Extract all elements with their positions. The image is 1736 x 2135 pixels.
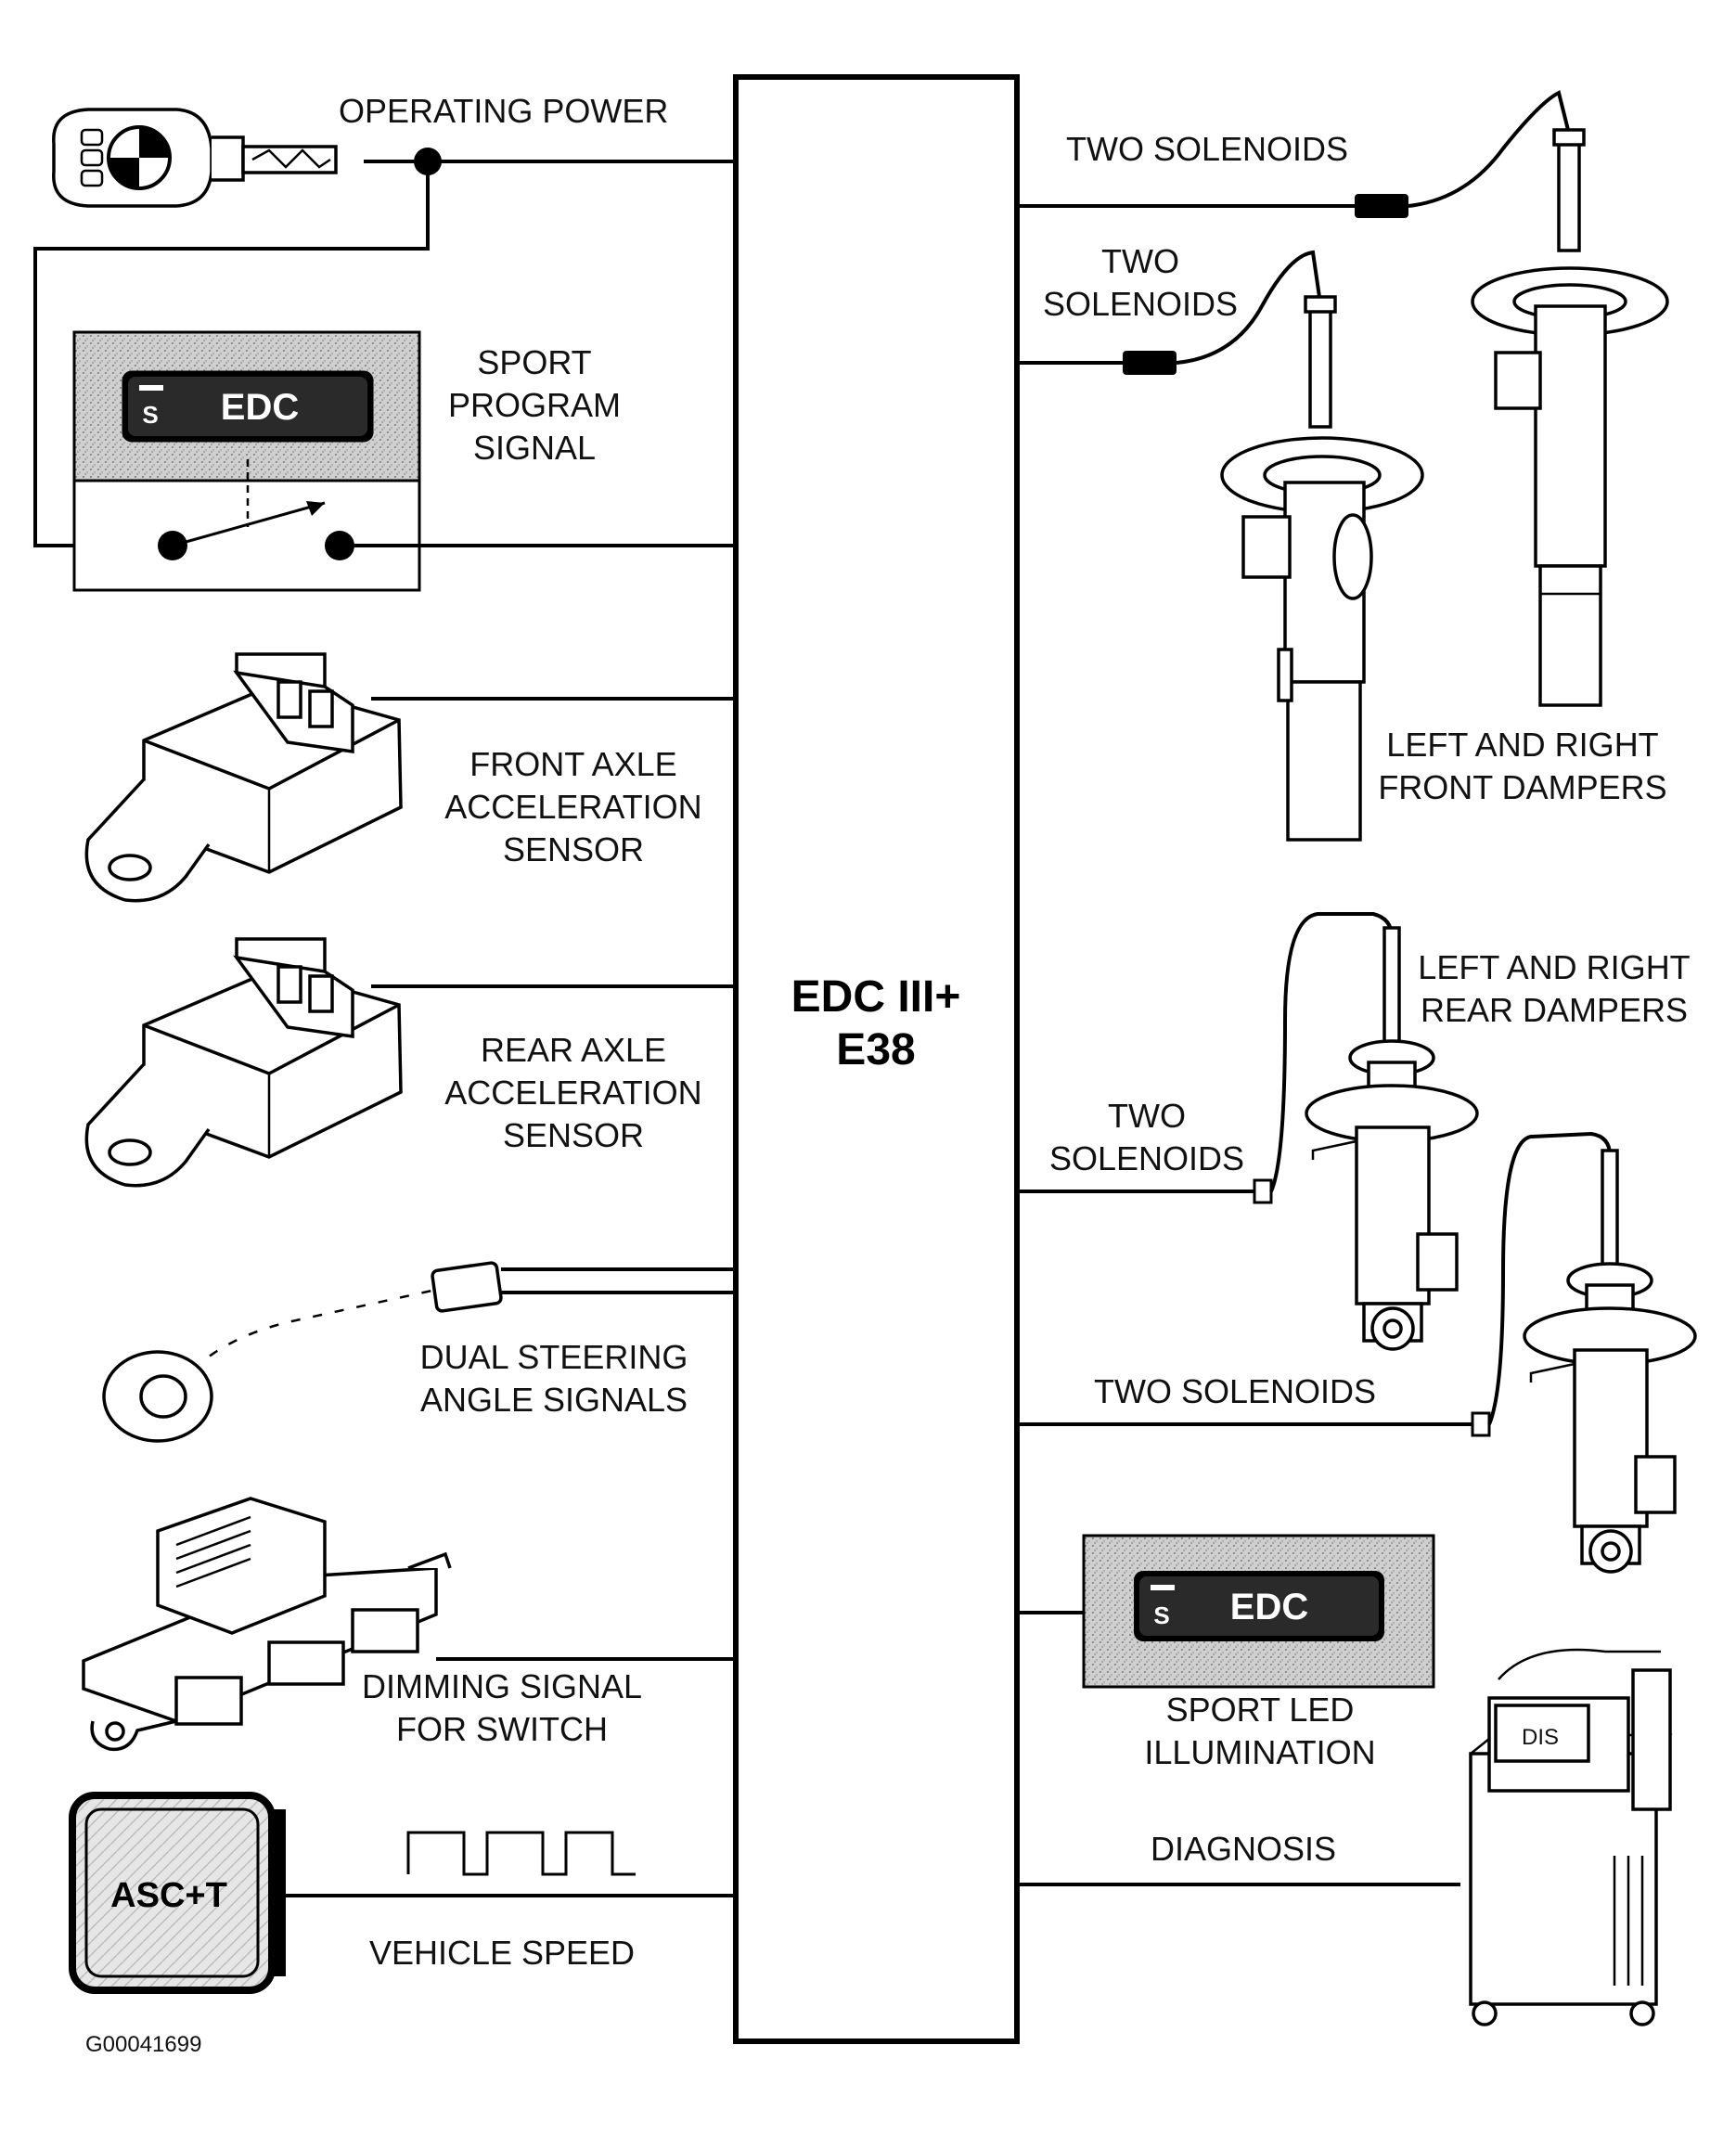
sport-program-label-1: SPORT xyxy=(477,343,591,381)
figure-id: G00041699 xyxy=(85,2032,201,2057)
sport-led-indicator: S EDC xyxy=(1082,1534,1435,1689)
rear-axle-sensor-icon xyxy=(84,937,403,1188)
two-solenoids-3-label-2: SOLENOIDS xyxy=(1049,1139,1244,1177)
front-axle-sensor-icon xyxy=(84,652,403,903)
rear-dampers-label-1: LEFT AND RIGHT xyxy=(1418,948,1690,986)
diagnosis-label: DIAGNOSIS xyxy=(1151,1830,1336,1868)
speed-square-wave-icon xyxy=(406,1831,636,1876)
sport-led-label-2: ILLUMINATION xyxy=(1144,1733,1375,1771)
ignition-key-icon xyxy=(52,108,338,208)
operating-power-label: OPERATING POWER xyxy=(339,92,668,130)
rear-axle-label-1: REAR AXLE xyxy=(481,1031,666,1069)
edc-control-unit: EDC III+ E38 xyxy=(733,74,1020,2044)
sport-led-label-1: SPORT LED xyxy=(1166,1691,1355,1729)
front-axle-label-1: FRONT AXLE xyxy=(469,745,676,783)
rear-axle-label-2: ACCELERATION xyxy=(444,1074,701,1112)
vehicle-speed-label: VEHICLE SPEED xyxy=(369,1934,635,1972)
dimming-label-2: FOR SWITCH xyxy=(396,1710,608,1748)
two-solenoids-3-label-1: TWO xyxy=(1108,1097,1186,1135)
asc-module-label: ASC+T xyxy=(110,1876,227,1915)
dis-label: DIS xyxy=(1522,1725,1559,1750)
front-dampers-label-1: LEFT AND RIGHT xyxy=(1386,726,1658,764)
solenoid-connector xyxy=(1123,351,1177,375)
front-damper-right-icon xyxy=(1471,128,1669,707)
sport-program-label-3: SIGNAL xyxy=(473,429,596,467)
solenoid-connector xyxy=(1355,194,1408,218)
two-solenoids-4-label: TWO SOLENOIDS xyxy=(1094,1372,1376,1410)
switch-s-label: S xyxy=(142,401,158,429)
two-solenoids-2-label-1: TWO xyxy=(1101,242,1179,280)
two-solenoids-1-label: TWO SOLENOIDS xyxy=(1066,130,1348,168)
steering-label-2: ANGLE SIGNALS xyxy=(420,1381,688,1419)
light-module-icon xyxy=(82,1497,452,1752)
ecu-label-line1: EDC III+ xyxy=(791,972,961,1022)
solenoid-connector xyxy=(1471,1411,1491,1437)
switch-edc-label: EDC xyxy=(221,387,299,428)
led-s-label: S xyxy=(1153,1601,1169,1629)
front-damper-left-icon xyxy=(1220,295,1424,842)
dis-tester-icon: DIS xyxy=(1469,1648,1673,2026)
steering-angle-sensor-icon xyxy=(102,1261,503,1443)
rear-damper-right-icon xyxy=(1523,1149,1697,1574)
sport-program-label-2: PROGRAM xyxy=(448,386,621,424)
front-axle-label-2: ACCELERATION xyxy=(444,788,701,826)
front-axle-label-3: SENSOR xyxy=(503,830,644,868)
front-dampers-label-2: FRONT DAMPERS xyxy=(1378,768,1666,806)
steering-label-1: DUAL STEERING xyxy=(420,1338,688,1376)
dimming-label-1: DIMMING SIGNAL xyxy=(362,1667,642,1705)
sport-program-switch: S EDC xyxy=(72,330,421,592)
solenoid-connector xyxy=(1253,1178,1273,1204)
led-edc-label: EDC xyxy=(1230,1587,1308,1627)
rear-axle-label-3: SENSOR xyxy=(503,1116,644,1154)
two-solenoids-2-label-2: SOLENOIDS xyxy=(1043,285,1238,323)
rear-damper-left-icon xyxy=(1305,926,1479,1351)
rear-dampers-label-2: REAR DAMPERS xyxy=(1421,991,1688,1029)
asc-module: ASC+T xyxy=(69,1792,286,1994)
ecu-label-line2: E38 xyxy=(836,1025,915,1074)
